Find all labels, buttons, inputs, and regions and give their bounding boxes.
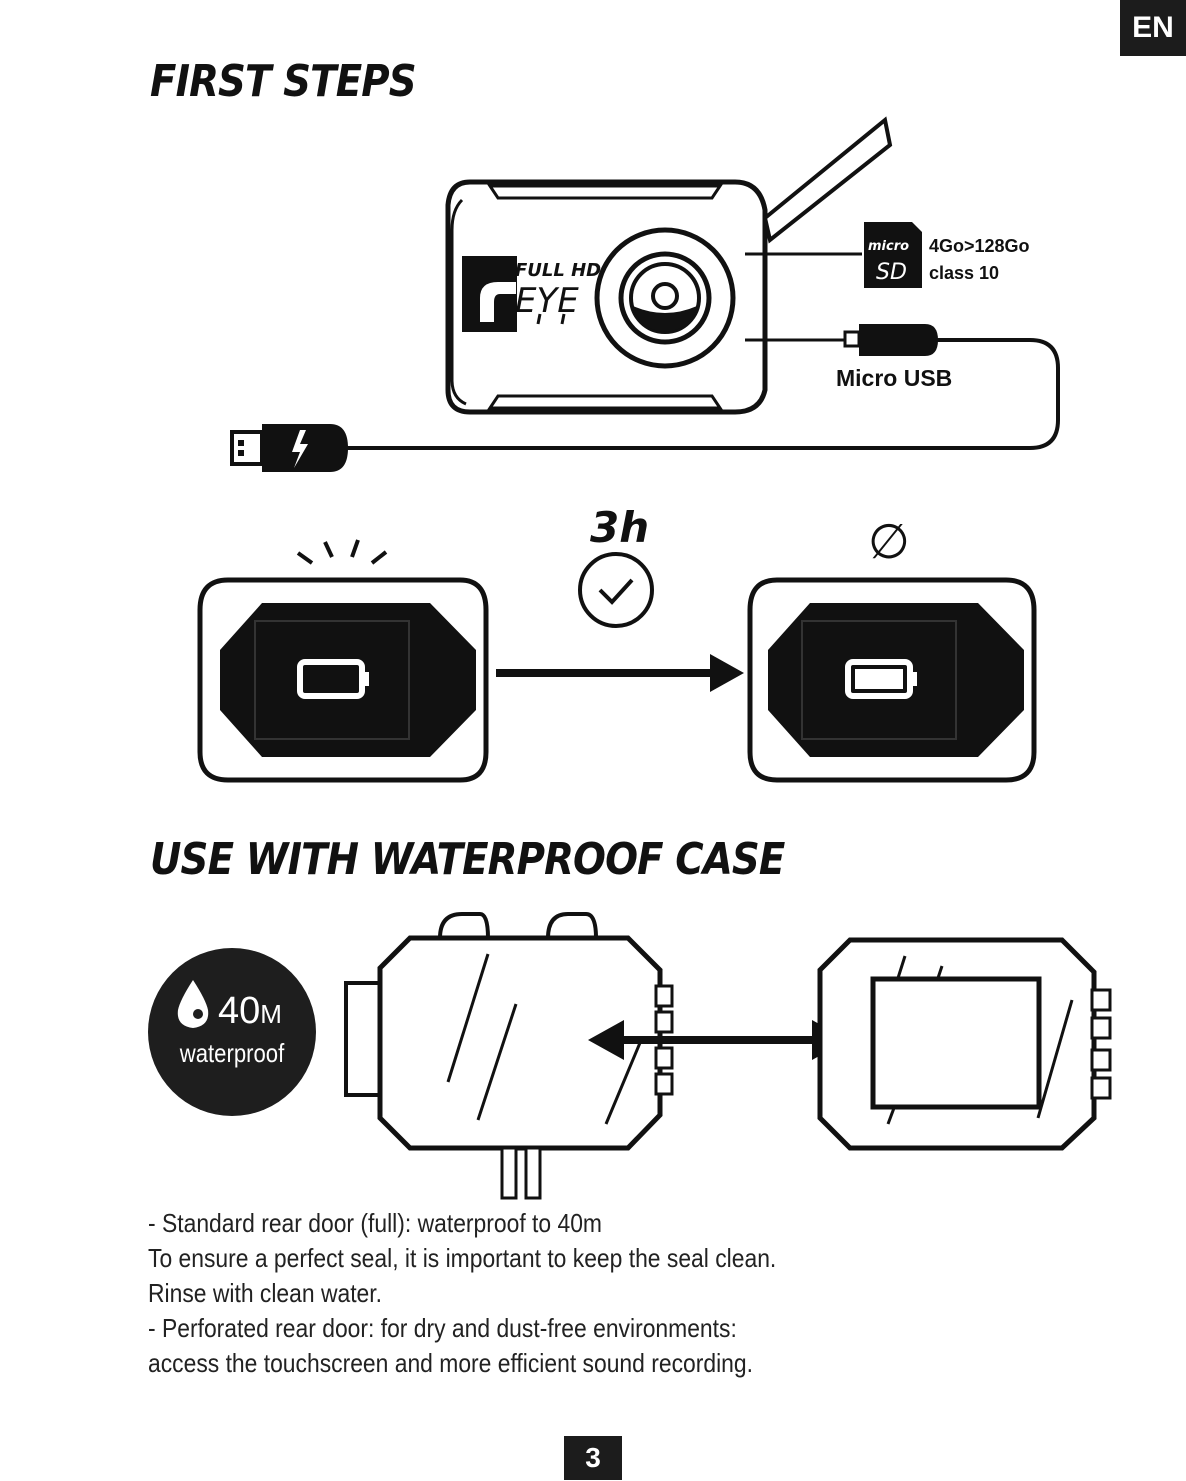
waterproof-case — [344, 912, 674, 1200]
blink-ray — [296, 551, 314, 565]
micro-usb-label: Micro USB — [836, 365, 952, 391]
waterproof-badge: 40M waterproof — [148, 948, 316, 1116]
clock-check-icon — [578, 552, 654, 628]
rear-door — [817, 937, 1112, 1151]
water-drop-icon — [177, 980, 209, 1028]
micro-usb-connector — [843, 324, 938, 356]
instructions: - Standard rear door (full): waterproof … — [148, 1206, 834, 1381]
instruction-line: Rinse with clean water. — [148, 1278, 382, 1308]
waterproof-label: waterproof — [179, 1038, 285, 1068]
instruction-line: access the touchscreen and more efficien… — [148, 1348, 753, 1378]
sd-class-text: class 10 — [929, 263, 999, 283]
camera-brand-main: EYE — [515, 281, 579, 321]
charge-duration: 3h — [590, 503, 649, 552]
camera-back-charging — [197, 539, 489, 783]
instruction-line: - Standard rear door (full): waterproof … — [148, 1208, 602, 1238]
camera-front: FULL HD EYE — [445, 116, 893, 415]
language-tab: EN — [1120, 0, 1186, 56]
battery-full-icon — [845, 659, 917, 699]
instruction-line: To ensure a perfect seal, it is importan… — [148, 1243, 777, 1273]
svg-text:micro: micro — [868, 239, 909, 254]
no-blink-symbol: ∅ — [868, 514, 910, 570]
lightning-icon — [292, 430, 308, 468]
waterproof-depth: 40M — [218, 990, 282, 1032]
svg-text:SD: SD — [876, 260, 907, 285]
arrow-right-icon — [496, 654, 744, 692]
battery-empty-icon — [297, 659, 369, 699]
camera-brand-top: FULL HD — [515, 260, 601, 281]
micro-sd-icon: micro SD — [864, 222, 922, 288]
usb-a-plug — [230, 424, 348, 472]
instruction-line: - Perforated rear door: for dry and dust… — [148, 1313, 737, 1343]
camera-back-charged — [747, 577, 1037, 783]
first-steps-title: FIRST STEPS — [150, 56, 417, 107]
sd-capacity-text: 4Go>128Go — [929, 236, 1030, 256]
page-number: 3 — [564, 1436, 622, 1480]
waterproof-case-title: USE WITH WATERPROOF CASE — [150, 834, 785, 885]
